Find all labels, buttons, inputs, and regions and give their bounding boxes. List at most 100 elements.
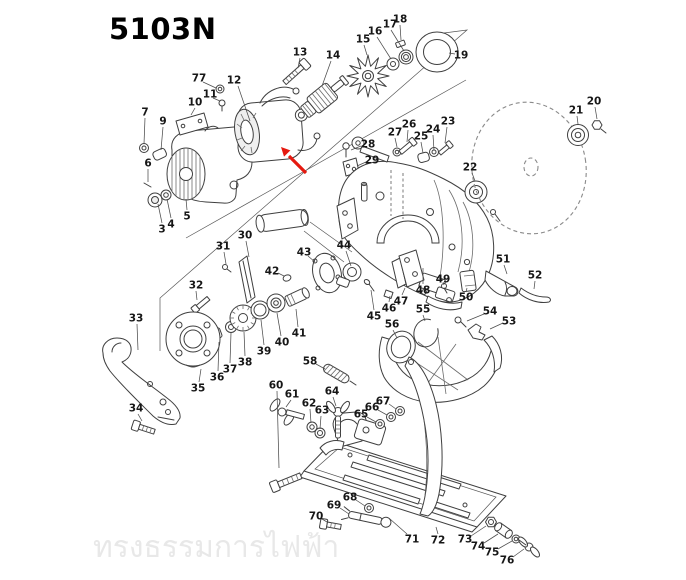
cord [518,287,551,303]
part-label-21: 21 [569,105,584,117]
bearing-box [165,311,221,368]
leader-line-58 [315,363,326,370]
leader-line-12 [237,85,251,122]
leader-line-51 [503,264,508,275]
part-label-68: 68 [343,492,358,504]
armature [294,75,349,122]
part-label-41: 41 [292,328,307,340]
part-label-37: 37 [223,364,238,376]
leader-line-35 [198,368,202,383]
part-label-24: 24 [426,124,441,136]
baffle-plate [175,84,226,136]
part-label-18: 18 [393,14,408,26]
leader-line-33 [136,323,139,351]
part-label-29: 29 [365,155,380,167]
leader-line-25 [420,141,424,154]
part-label-10: 10 [188,97,203,109]
leader-line-43 [307,255,316,263]
part-label-12: 12 [227,75,242,87]
part-label-14: 14 [326,50,341,62]
part-label-40: 40 [275,337,290,349]
part-label-38: 38 [238,357,253,369]
clamp-lever [319,503,392,530]
part-label-45: 45 [367,311,382,323]
part-label-35: 35 [191,383,206,395]
part-label-51: 51 [496,254,511,266]
part-label-73: 73 [458,534,473,546]
center-small-parts [190,252,350,314]
retaining-ring-55 [413,318,439,348]
part-label-20: 20 [587,96,602,108]
leader-line-55 [422,314,426,322]
red-arrow [281,147,308,175]
leader-line-14 [321,60,332,87]
end-bell-and-links [342,249,425,299]
part-label-62: 62 [302,398,317,410]
leader-line-24 [432,134,435,151]
leader-line-52 [533,280,536,290]
base-plate [299,411,507,533]
part-label-46: 46 [382,303,397,315]
part-label-11: 11 [203,89,218,101]
grip-tube [255,209,309,233]
part-label-39: 39 [257,346,272,358]
part-label-16: 16 [368,26,383,38]
leader-line-61 [285,399,292,408]
part-label-31: 31 [216,241,231,253]
part-label-67: 67 [376,396,391,408]
leader-line-71 [389,518,408,535]
leader-line-23 [444,126,448,144]
leader-line-76 [512,548,525,558]
bolt-13 [282,57,312,86]
part-label-33: 33 [129,313,144,325]
part-label-64: 64 [325,386,340,398]
part-label-3: 3 [158,224,165,236]
page-title: 5103N [109,12,216,46]
part-label-43: 43 [297,247,312,259]
leader-line-13 [297,57,301,69]
part-label-77: 77 [192,73,207,85]
wing-bolt-61 [277,407,287,417]
leader-line-31 [223,251,227,265]
leader-line-50 [465,287,468,293]
part-label-50: 50 [459,292,474,304]
key-18 [395,39,406,48]
leader-line-28 [350,145,362,151]
leader-line-60 [276,390,280,469]
part-label-72: 72 [431,535,446,547]
fence-hardware [485,516,540,558]
part-label-28: 28 [361,139,376,151]
leader-line-56 [392,329,398,339]
part-label-17: 17 [383,19,398,31]
stator [234,86,321,163]
inner-flange [464,180,501,222]
part-label-30: 30 [238,230,253,242]
leader-line-22 [471,172,476,182]
fan [346,54,390,98]
part-label-76: 76 [500,555,515,567]
leader-line-11 [212,97,221,102]
saw-blade [471,101,587,235]
depth-arm [404,356,443,517]
leader-line-64 [332,396,337,407]
leader-line-16 [376,36,392,60]
part-label-15: 15 [356,34,371,46]
part-label-61: 61 [285,389,300,401]
part-label-71: 71 [405,534,420,546]
part-label-26: 26 [402,119,417,131]
part-label-34: 34 [129,403,144,415]
leader-line-32 [195,290,198,301]
part-label-65: 65 [354,409,369,421]
part-label-36: 36 [210,372,225,384]
part-label-4: 4 [167,219,174,231]
leader-line-69 [339,507,350,515]
part-label-66: 66 [365,402,380,414]
leader-line-9 [160,126,164,151]
leader-line-40 [276,312,282,337]
leader-line-47 [401,287,406,296]
part-label-74: 74 [471,541,486,553]
leader-line-75 [497,540,513,550]
part-label-52: 52 [528,270,543,282]
leader-line-77 [202,81,217,89]
